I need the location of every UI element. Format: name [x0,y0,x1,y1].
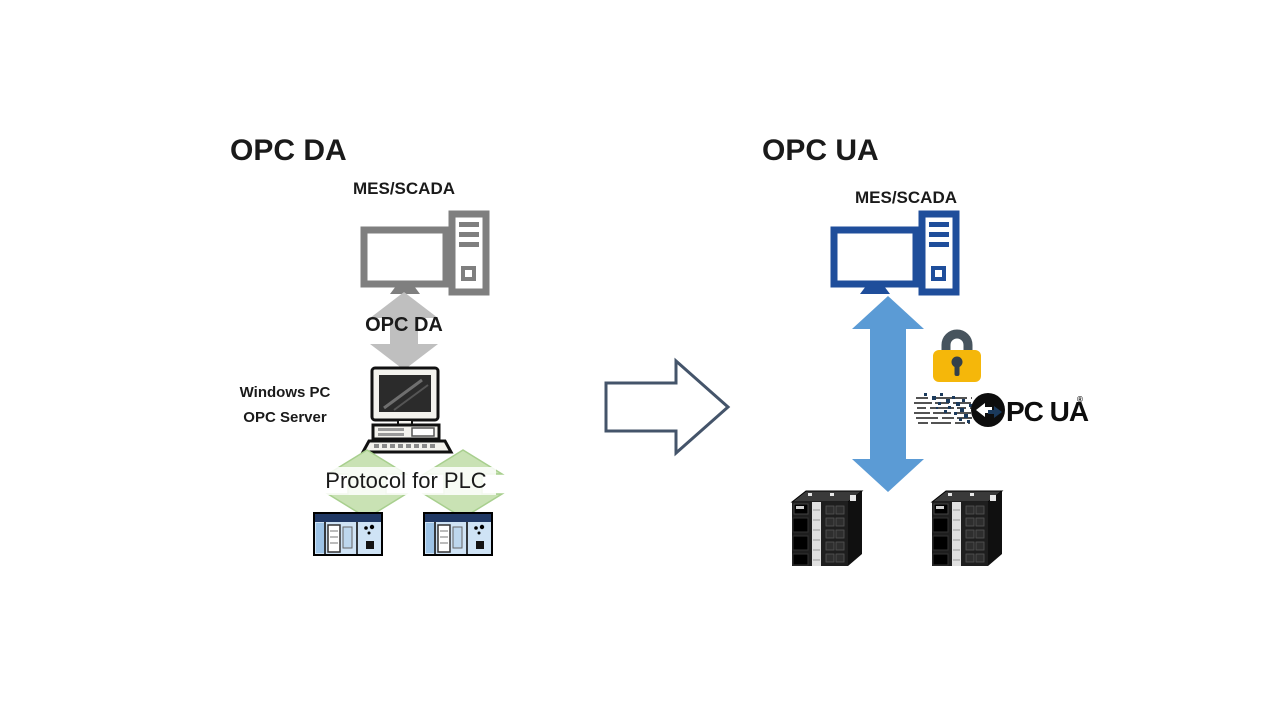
opc-da-arrow-label: OPC DA [365,314,443,336]
opc-ua-section-title: OPC UA [762,134,879,167]
plc-icon-right [423,512,493,556]
machine-controller-icon-right [930,490,1004,566]
desktop-computer-icon [360,210,490,296]
server-label-line2: OPC Server [243,409,327,426]
mes-scada-label-right: MES/SCADA [854,188,957,207]
windows-pc-opc-server-label: Windows PC OPC Server [224,380,346,430]
opc-da-section-title: OPC DA [230,134,347,167]
server-label-line1: Windows PC [239,384,331,401]
opc-ua-logo-text: PC UA [1006,396,1089,427]
opc-ua-connection-arrow [852,296,924,492]
plc-icon-left [313,512,383,556]
padlock-icon [933,329,981,382]
mes-scada-label-left: MES/SCADA [352,179,455,198]
legacy-pc-icon [360,366,454,454]
opc-ua-logo-mark: ® [1077,395,1083,404]
opc-da-connection-arrow [370,292,438,370]
desktop-computer-icon-blue [830,210,960,296]
opc-ua-logo: PC UA ® [914,393,1090,427]
protocol-for-plc-label: Protocol for PLC [316,467,496,495]
transition-arrow-icon [604,357,731,457]
machine-controller-icon-left [790,490,864,566]
